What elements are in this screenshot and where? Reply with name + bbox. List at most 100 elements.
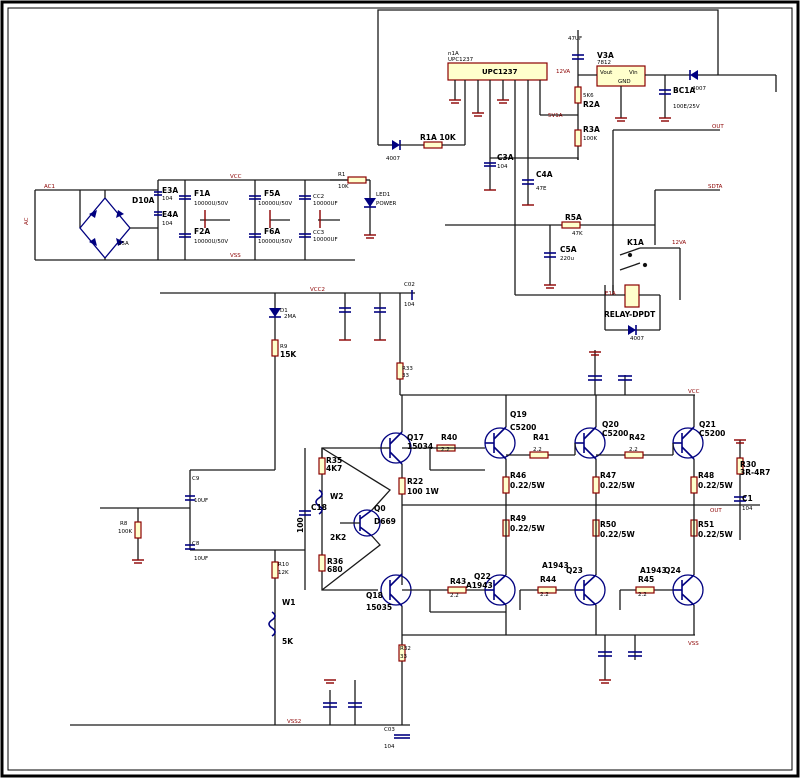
r5a-resistor	[561, 221, 581, 229]
r8-resistor	[134, 521, 142, 539]
r30-resistor	[736, 457, 744, 475]
c9-label: C9	[192, 476, 200, 482]
c3a-value: 104	[497, 164, 508, 170]
labels: n1A UPC1237 UPC1237 47UF V3A 7812 Vout V…	[24, 36, 770, 750]
inner-border	[7, 7, 793, 771]
r36-resistor	[318, 554, 326, 572]
r10-resistor	[271, 561, 279, 579]
r48-resistor	[690, 476, 698, 494]
r40-value: 2.2	[441, 447, 450, 453]
r32-label: R32	[400, 646, 411, 652]
net-ac-vert: AC	[24, 217, 30, 225]
r30-label: R30	[740, 460, 756, 469]
d4007b-label: 4007	[386, 156, 400, 162]
r51-label: R51	[698, 520, 714, 529]
reg-gnd-pin: GND	[618, 79, 631, 85]
amplifier	[70, 290, 760, 739]
c5a-label: C5A	[560, 245, 577, 254]
net-vss-amp: VSS	[688, 641, 699, 647]
net-vcc: VCC	[230, 174, 242, 180]
q22-value: A1943	[466, 581, 493, 590]
r2a-label: R2A	[583, 100, 600, 109]
diode-4007-reg	[690, 70, 698, 80]
q21-value: C5200	[699, 429, 725, 438]
r47-value: 0.22/5W	[600, 481, 635, 490]
relay-part: RELAY-DPDT	[604, 310, 656, 319]
r49-value: 0.22/5W	[510, 524, 545, 533]
q17-value: 15034	[407, 442, 433, 451]
r42-value: 2.2	[629, 447, 638, 453]
c02-value: 104	[404, 302, 415, 308]
c18-label: C18	[311, 503, 327, 512]
d10a-label: D10A	[132, 196, 155, 205]
f1a-value: 10000U/50V	[194, 201, 228, 207]
cc2-value: 10000UF	[313, 201, 338, 207]
q20-label: Q20	[602, 420, 619, 429]
r43-label: R43	[450, 577, 466, 586]
r8-value: 100K	[118, 529, 132, 535]
upc1237-ic	[447, 62, 548, 81]
w1-value: 5K	[282, 637, 294, 646]
pnp-output-row	[402, 505, 704, 635]
c02-label: C02	[404, 282, 415, 288]
c3a-label: C3A	[497, 153, 514, 162]
c4a-value: 47E	[536, 186, 547, 192]
r43-resistor	[447, 586, 467, 594]
f6a-value: 10000U/50V	[258, 239, 292, 245]
r32-resistor	[398, 644, 406, 662]
net-vcc-amp: VCC	[688, 389, 700, 395]
q18-label: Q18	[366, 591, 383, 600]
filter-caps	[154, 180, 340, 260]
c18-value: 100	[296, 517, 305, 533]
f5a-value: 10000U/50V	[258, 201, 292, 207]
r30-value: 3R-4R7	[740, 468, 770, 477]
q23-value: A1943	[542, 561, 569, 570]
reg-vout-pin: Vout	[600, 70, 613, 76]
q19-value: C5200	[510, 423, 536, 432]
q19-label: Q19	[510, 410, 527, 419]
net-5v1a: 5V1A	[548, 113, 563, 119]
protection-board	[377, 9, 777, 335]
r1-value: 10K	[338, 184, 349, 190]
net-vcc2: VCC2	[310, 287, 325, 293]
npn-output-row	[484, 395, 704, 505]
net-e1a: E1A	[605, 291, 616, 297]
net-out-a: OUT	[712, 124, 724, 130]
r44-label: R44	[540, 575, 556, 584]
cc3-value: 10000UF	[313, 237, 338, 243]
d1-label: D1	[280, 308, 288, 314]
r40-label: R40	[441, 433, 457, 442]
e4a-label: E4A	[162, 210, 178, 219]
r33-value: 33	[402, 373, 409, 379]
w2-value: 2K2	[330, 533, 346, 542]
v3a-part: 7812	[597, 60, 611, 66]
d1-value: 2MA	[284, 314, 296, 320]
r44-value: 2.2	[540, 592, 549, 598]
r44-resistor	[537, 586, 557, 594]
c9-value: 10UF	[194, 498, 208, 504]
c5a-value: 220u	[560, 256, 574, 262]
r9-value: 15K	[280, 350, 297, 359]
r10-label: R10	[278, 562, 289, 568]
net-12va: 12VA	[556, 69, 570, 75]
f5a-label: F5A	[264, 189, 280, 198]
r50-value: 0.22/5W	[600, 530, 635, 539]
r45-value: 2.2	[638, 592, 647, 598]
r49-label: R49	[510, 514, 526, 523]
r32-value: 33	[400, 654, 407, 660]
led1-label: LED1	[376, 192, 390, 198]
ic-ref: n1A	[448, 51, 459, 57]
c8-value: 10UF	[194, 556, 208, 562]
c1-value: 104	[742, 506, 753, 512]
r51-value: 0.22/5W	[698, 530, 733, 539]
k1a-label: K1A	[627, 238, 644, 247]
r3a-value: 100K	[583, 136, 597, 142]
relay-coil	[624, 284, 640, 308]
q24-value: A1943	[640, 566, 667, 575]
r47-resistor	[592, 476, 600, 494]
q22-label: Q22	[474, 572, 491, 581]
r33-label: R33	[402, 366, 413, 372]
r9-label: R9	[280, 344, 288, 350]
